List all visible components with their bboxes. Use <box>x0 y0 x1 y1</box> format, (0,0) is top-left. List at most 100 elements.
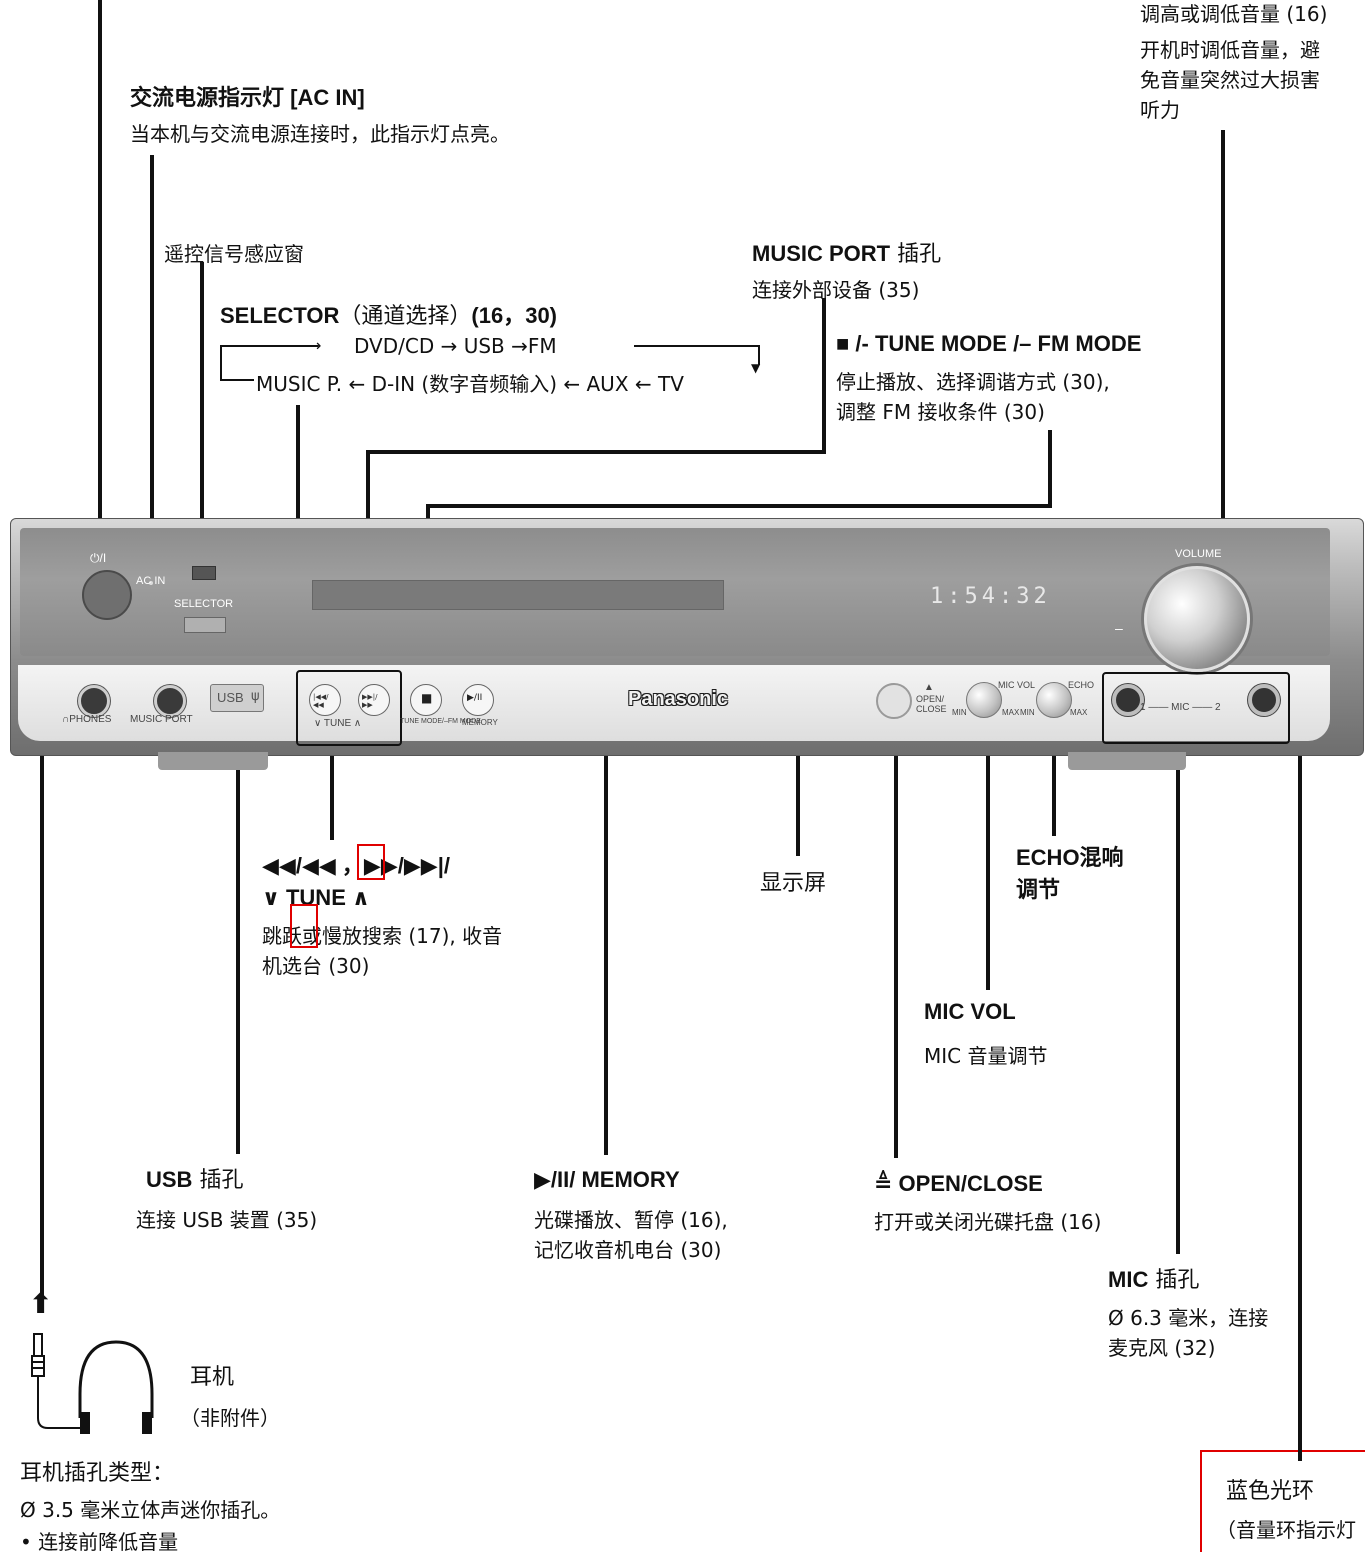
tune-group-frame <box>296 670 402 746</box>
echo-knob[interactable] <box>1036 682 1072 718</box>
volume-desc-1: 调高或调低音量 (16) <box>1140 2 1328 26</box>
echo-label: ECHO <box>1068 680 1095 690</box>
leader-usb <box>236 710 240 1154</box>
selector-arrow-right: → <box>308 336 322 355</box>
mic-title-en: MIC <box>1108 1267 1149 1292</box>
volume-desc-2: 开机时调低音量，避 <box>1140 38 1320 62</box>
phones-arrow-up-icon: ⬆ <box>29 1287 53 1320</box>
mic-vol-label: MIC VOL <box>998 680 1036 690</box>
skip-prev-button[interactable]: |◀◀/ ◀◀ <box>309 684 341 716</box>
display-digits: 1:54:32 <box>930 584 1051 609</box>
leader-phones-v <box>40 697 44 1309</box>
leader-play-v <box>604 697 608 1155</box>
usb-port[interactable]: USB ψ <box>210 684 264 712</box>
usb-title-en: USB <box>146 1167 193 1192</box>
play-pause-icon: ▶/II <box>467 693 483 703</box>
power-button[interactable] <box>82 570 132 620</box>
leader-selector-v <box>296 405 300 627</box>
music-port-label: MUSIC PORT <box>130 714 193 725</box>
highlight-box-comma <box>357 844 385 880</box>
tune-label: ∨ TUNE ∧ <box>314 718 362 729</box>
display-label: 显示屏 <box>760 871 827 896</box>
volume-minus: – <box>1115 620 1123 636</box>
ac-in-title: 交流电源指示灯 [AC IN] <box>130 85 365 110</box>
selector-row-2: MUSIC P. ← D-IN (数字音频输入) ← AUX ← TV <box>256 372 684 396</box>
volume-knob[interactable] <box>1144 566 1250 672</box>
leader-echo <box>1052 700 1056 836</box>
play-desc-1: 光碟播放、暂停 (16), <box>534 1208 728 1232</box>
blue-ring-title: 蓝色光环 <box>1226 1479 1315 1504</box>
leader-music-port-h1 <box>366 450 826 454</box>
mic-title: MIC 插孔 <box>1108 1266 1199 1295</box>
skip-next-button[interactable]: ▶▶|/ ▶▶ <box>358 684 390 716</box>
echo-max: MAX <box>1070 708 1088 717</box>
mic-vol-max: MAX <box>1002 708 1020 717</box>
stop-button[interactable]: ■ <box>410 684 442 716</box>
selector-row-1: DVD/CD → USB →FM <box>354 334 557 358</box>
leader-remote-sensor <box>200 262 204 572</box>
skip-desc-2: 机选台 (30) <box>262 954 370 978</box>
stop-title: ■ /- TUNE MODE /– FM MODE <box>836 331 1142 356</box>
mic-title-cn: 插孔 <box>1155 1268 1200 1293</box>
selector-title-en: SELECTOR <box>220 303 340 328</box>
blue-ring-desc: （音量环指示灯 <box>1216 1518 1356 1542</box>
skip-prev-icon: |◀◀/ ◀◀ <box>313 693 329 709</box>
device-foot-left <box>158 752 268 770</box>
headphone-subtitle: （非附件） <box>180 1406 280 1430</box>
usb-title: USB 插孔 <box>146 1166 243 1195</box>
eject-icon: ▲ <box>924 682 934 693</box>
volume-label: VOLUME <box>1175 548 1222 560</box>
music-port-title-en: MUSIC PORT <box>752 241 891 266</box>
power-label: ⏻/I <box>90 551 107 565</box>
play-pause-button[interactable]: ▶/II <box>462 684 494 716</box>
memory-label: MEMORY <box>462 718 498 727</box>
stop-desc-1: 停止播放、选择调谐方式 (30), <box>836 370 1110 394</box>
mic-1-jack[interactable] <box>1112 684 1144 716</box>
ac-in-label: AC IN <box>136 575 166 587</box>
skip-title-1: ◀◀/◀◀ ，▶▶/▶▶|/ <box>262 853 450 878</box>
open-close-button[interactable] <box>876 683 912 719</box>
selector-title-cn: （通道选择） <box>339 304 472 329</box>
selector-loop-bottom <box>220 379 254 381</box>
stop-desc-2: 调整 FM 接收条件 (30) <box>836 400 1045 424</box>
leader-stop-v1 <box>1048 430 1052 508</box>
ac-in-led <box>149 581 153 585</box>
leader-open-close <box>894 720 898 1158</box>
open-close-desc: 打开或关闭光碟托盘 (16) <box>874 1210 1102 1234</box>
usb-desc: 连接 USB 装置 (35) <box>136 1208 318 1232</box>
mic-vol-knob[interactable] <box>966 682 1002 718</box>
mic-2-jack[interactable] <box>1248 684 1280 716</box>
volume-desc-4: 听力 <box>1140 98 1180 122</box>
mic-group-frame <box>1102 672 1290 744</box>
music-port-jack[interactable] <box>154 685 186 717</box>
selector-label: SELECTOR <box>174 598 234 610</box>
selector-button[interactable] <box>184 617 226 633</box>
headphone-icon <box>31 1333 154 1434</box>
open-close-title: ≜ OPEN/CLOSE <box>874 1171 1043 1196</box>
selector-loop-top-right <box>634 345 760 347</box>
echo-title-1: ECHO混响 <box>1016 845 1124 870</box>
leader-mic-vol <box>986 700 990 990</box>
blue-ring-box <box>1200 1450 1365 1552</box>
highlight-box-char <box>290 904 318 948</box>
play-desc-2: 记忆收音机电台 (30) <box>534 1238 722 1262</box>
mic-desc-1: Ø 6.3 毫米，连接 <box>1108 1306 1269 1330</box>
mic-desc-2: 麦克风 (32) <box>1108 1336 1216 1360</box>
jack-type-desc: Ø 3.5 毫米立体声迷你插孔。 <box>20 1498 281 1522</box>
mic-vol-title: MIC VOL <box>924 999 1016 1024</box>
leader-volume <box>1221 130 1225 600</box>
mic-vol-min: MIN <box>952 708 967 717</box>
usb-label: USB <box>217 690 244 705</box>
ac-in-desc: 当本机与交流电源连接时，此指示灯点亮。 <box>130 122 510 146</box>
usb-title-cn: 插孔 <box>199 1168 244 1193</box>
remote-sensor-label: 遥控信号感应窗 <box>164 242 304 266</box>
leader-blue-ring-v <box>1298 639 1302 1461</box>
volume-desc-3: 免音量突然过大损害 <box>1140 68 1320 92</box>
device-foot-right <box>1068 752 1186 770</box>
play-title: ▶/II/ MEMORY <box>534 1167 680 1192</box>
phones-jack[interactable] <box>78 685 110 717</box>
selector-loop-right <box>758 345 760 365</box>
disc-tray <box>312 580 724 610</box>
skip-desc-1: 跳跃或慢放搜索 (17), 收音 <box>262 924 503 948</box>
selector-loop-left <box>220 345 222 379</box>
